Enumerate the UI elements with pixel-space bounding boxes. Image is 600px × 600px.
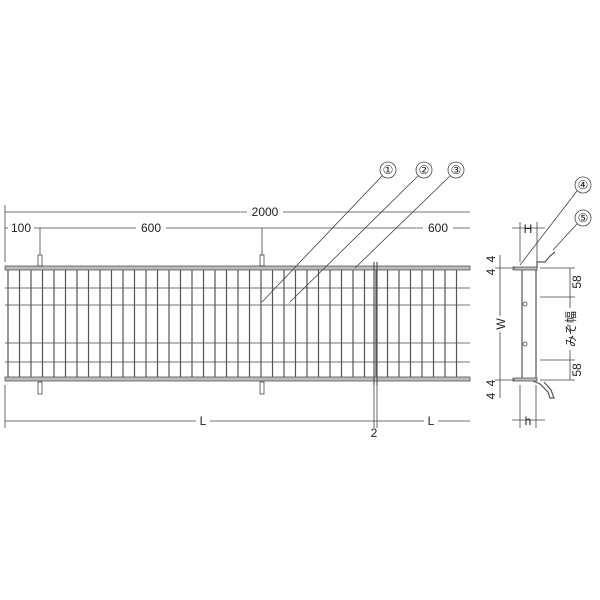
svg-text:③: ③	[451, 163, 462, 177]
dim-W: W	[494, 318, 508, 330]
callout-1: ①	[379, 161, 397, 179]
callout-leaders	[261, 175, 578, 303]
svg-text:①: ①	[383, 163, 394, 177]
dim-L-right: L	[428, 414, 435, 428]
dimension-lines	[4, 205, 470, 428]
callout-3: ③	[447, 161, 465, 179]
callout-5: ⑤	[574, 209, 592, 227]
top-rail	[4, 265, 471, 271]
dim-top-58: 58	[570, 275, 584, 289]
dim-joint-gap: 2	[371, 426, 378, 440]
dim-600-a: 600	[141, 221, 161, 235]
svg-text:⑤: ⑤	[578, 211, 589, 225]
dim-top-4a: 4	[484, 255, 498, 262]
hook-bottom	[37, 381, 43, 395]
hook-top	[259, 254, 265, 267]
svg-text:④: ④	[578, 178, 589, 192]
bottom-rail	[4, 376, 471, 382]
callout-2: ②	[415, 161, 433, 179]
dim-groove-width: みぞ幅	[563, 311, 578, 347]
dim-bottom-4b: 4	[484, 392, 498, 399]
callout-4: ④	[574, 176, 592, 194]
grating-plan-view	[4, 254, 471, 395]
dim-L-left: L	[200, 414, 207, 428]
dim-600-b: 600	[428, 221, 448, 235]
hook-bottom	[259, 381, 265, 395]
hook-top	[37, 254, 43, 267]
dim-top-4b: 4	[484, 268, 498, 275]
svg-text:②: ②	[419, 163, 430, 177]
dim-H: H	[524, 222, 533, 236]
dim-100: 100	[11, 221, 31, 235]
dim-2000: 2000	[252, 205, 279, 219]
dim-h: h	[525, 414, 532, 428]
dim-bottom-58: 58	[570, 363, 584, 377]
dim-bottom-4a: 4	[484, 379, 498, 386]
